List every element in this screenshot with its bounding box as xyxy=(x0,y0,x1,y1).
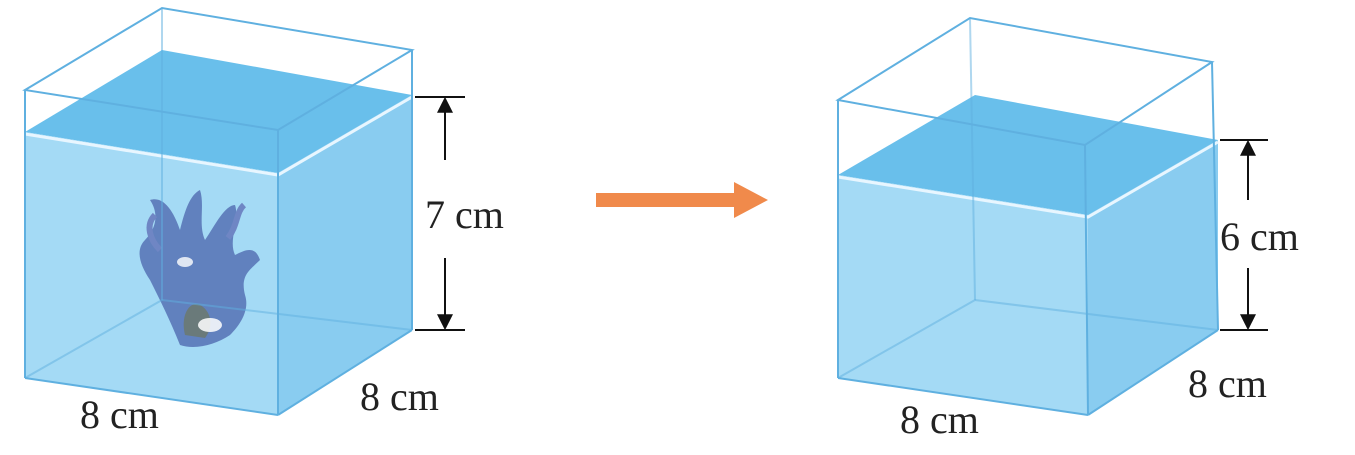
right-height-dimension xyxy=(1220,139,1268,331)
right-height-label: 6 cm xyxy=(1220,214,1299,259)
right-tank-glass xyxy=(835,16,1219,416)
left-tank-water xyxy=(24,50,413,415)
transition-arrow xyxy=(596,182,768,218)
left-width-label: 8 cm xyxy=(80,392,159,437)
left-tank-glass xyxy=(22,6,415,416)
left-depth-label: 8 cm xyxy=(360,374,439,419)
left-height-dimension xyxy=(415,96,465,331)
left-tank: 7 cm 8 cm 8 cm xyxy=(22,6,504,437)
right-width-label: 8 cm xyxy=(900,397,979,442)
right-tank: 6 cm 8 cm 8 cm xyxy=(835,16,1299,442)
right-tank-water xyxy=(837,95,1219,415)
left-height-label: 7 cm xyxy=(425,192,504,237)
right-depth-label: 8 cm xyxy=(1188,361,1267,406)
